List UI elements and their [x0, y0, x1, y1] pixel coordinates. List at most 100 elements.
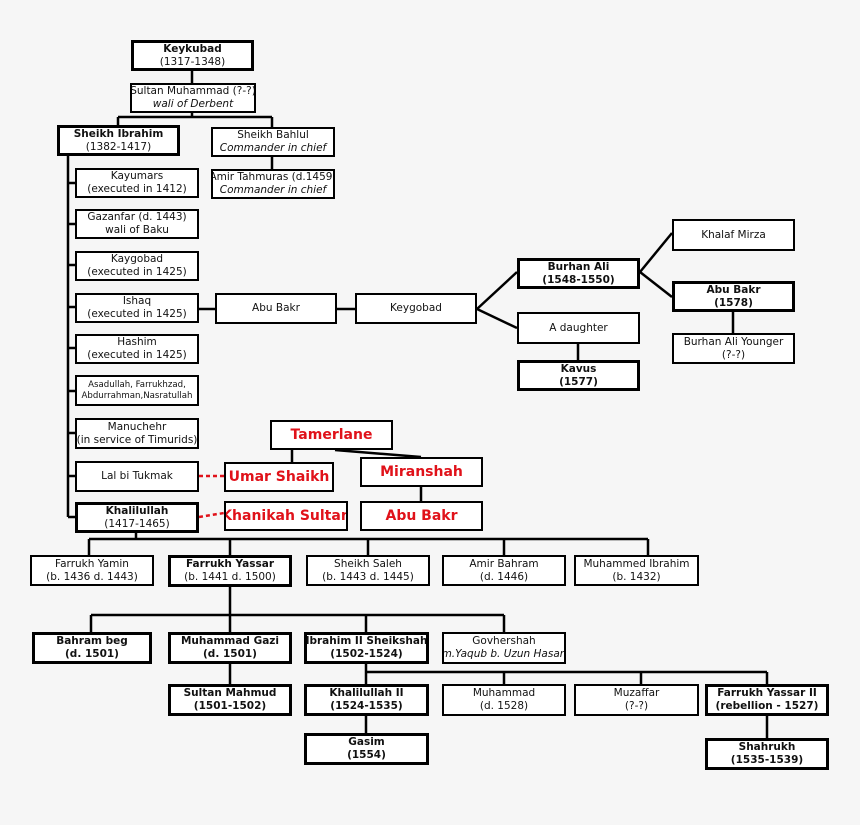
node-burhan-ali-younger: Burhan Ali Younger (?-?): [672, 333, 795, 364]
node-manuchehr-detail: (in service of Timurids): [76, 433, 198, 446]
node-miranshah-name: Miranshah: [380, 463, 463, 480]
node-khalilullah-ii-name: Khalilullah II: [329, 687, 404, 700]
node-sheikh-ibrahim-name: Sheikh Ibrahim: [73, 127, 164, 140]
node-keygobad-name: Keygobad: [390, 302, 442, 315]
node-khalilullah-detail: (1417-1465): [104, 517, 170, 530]
node-ibrahim-ii-sheikshah: Ibrahim II Sheikshah (1502-1524): [304, 632, 429, 664]
node-sultan-mahmud-name: Sultan Mahmud: [183, 687, 277, 700]
node-sheikh-saleh-detail: (b. 1443 d. 1445): [322, 570, 414, 583]
node-govhershah: Govhershah m.Yaqub b. Uzun Hasan: [442, 632, 566, 664]
node-abu-bakr-ishaq-son-name: Abu Bakr: [252, 302, 300, 315]
node-gasim-name: Gasim: [348, 736, 385, 749]
node-lal-bi-tukmak: Lal bi Tukmak: [75, 461, 199, 492]
node-manuchehr: Manuchehr (in service of Timurids): [75, 418, 199, 449]
node-sultan-muhammad-name: Sultan Muhammad (?-?): [130, 85, 256, 98]
node-khalilullah-ii: Khalilullah II (1524-1535): [304, 684, 429, 716]
node-tamerlane: Tamerlane: [270, 420, 393, 450]
node-ibrahim-ii-sheikshah-detail: (1502-1524): [330, 648, 403, 660]
node-muzaffar: Muzaffar (?-?): [574, 684, 699, 716]
node-muhammad-gazi-detail: (d. 1501): [203, 648, 257, 660]
node-farrukh-yassar-ii-detail: (rebellion - 1527): [715, 700, 819, 712]
node-hashim: Hashim (executed in 1425): [75, 334, 199, 364]
node-abu-bakr-1578-detail: (1578): [714, 296, 753, 309]
node-gasim-detail: (1554): [347, 749, 386, 761]
node-farrukh-yassar-name: Farrukh Yassar: [185, 558, 275, 571]
node-farrukh-yamin-name: Farrukh Yamin: [55, 557, 129, 570]
node-farrukh-yassar: Farrukh Yassar (b. 1441 d. 1500): [168, 555, 292, 587]
node-bahram-beg-name: Bahram beg: [56, 635, 128, 648]
node-sheikh-saleh-name: Sheikh Saleh: [334, 557, 402, 570]
node-hashim-name: Hashim: [117, 336, 157, 349]
node-asadullah-name: Asadullah, Farrukhzad,: [88, 380, 186, 391]
node-sultan-mahmud-detail: (1501-1502): [193, 700, 267, 712]
node-abu-bakr-miranshah-son-name: Abu Bakr: [385, 507, 458, 524]
node-farrukh-yassar-ii: Farrukh Yassar II (rebellion - 1527): [705, 684, 829, 716]
node-farrukh-yassar-detail: (b. 1441 d. 1500): [184, 571, 276, 583]
node-burhan-ali-younger-detail: (?-?): [721, 348, 746, 361]
node-sultan-muhammad: Sultan Muhammad (?-?) wali of Derbent: [130, 83, 256, 113]
node-manuchehr-name: Manuchehr: [107, 420, 167, 433]
node-keykubad: Keykubad (1317-1348): [131, 40, 254, 71]
node-kayumars-detail: (executed in 1412): [87, 183, 187, 195]
node-shahrukh-detail: (1535-1539): [730, 754, 804, 766]
node-sheikh-ibrahim: Sheikh Ibrahim (1382-1417): [57, 125, 180, 156]
node-ishaq-name: Ishaq: [122, 295, 152, 308]
node-farrukh-yamin: Farrukh Yamin (b. 1436 d. 1443): [30, 555, 154, 586]
node-kaygobad-name: Kaygobad: [110, 253, 164, 266]
node-keykubad-name: Keykubad: [163, 42, 222, 55]
node-kaygobad-detail: (executed in 1425): [87, 266, 187, 278]
node-kayumars-name: Kayumars: [110, 170, 164, 183]
node-khalaf-mirza: Khalaf Mirza: [672, 219, 795, 251]
node-miranshah: Miranshah: [360, 457, 483, 487]
node-burhan-ali-name: Burhan Ali: [547, 260, 610, 273]
node-keykubad-detail: (1317-1348): [159, 55, 226, 68]
node-khalilullah-ii-detail: (1524-1535): [330, 700, 403, 712]
node-muhammed-ibrahim-detail: (b. 1432): [612, 570, 661, 583]
node-umar-shaikh: Umar Shaikh: [224, 462, 334, 492]
node-sheikh-bahlul-detail: Commander in chief: [219, 142, 327, 154]
node-muhammad-detail: (d. 1528): [479, 700, 529, 712]
node-khanikah-sultan-name: Khanikah Sultan: [224, 507, 348, 524]
node-farrukh-yamin-detail: (b. 1436 d. 1443): [46, 570, 138, 583]
node-amir-tahmuras-name: Amir Tahmuras (d.1459): [211, 171, 335, 184]
node-burhan-ali-younger-name: Burhan Ali Younger: [683, 335, 784, 348]
node-muzaffar-name: Muzaffar: [613, 687, 660, 700]
node-muhammed-ibrahim: Muhammed Ibrahim (b. 1432): [574, 555, 699, 586]
node-gazanfar-detail: wali of Baku: [105, 224, 169, 236]
node-sheikh-ibrahim-detail: (1382-1417): [85, 140, 152, 153]
node-gazanfar: Gazanfar (d. 1443) wali of Baku: [75, 209, 199, 239]
node-muhammed-ibrahim-name: Muhammed Ibrahim: [583, 557, 690, 570]
node-muzaffar-detail: (?-?): [624, 700, 649, 712]
node-gasim: Gasim (1554): [304, 733, 429, 765]
node-a-daughter-name: A daughter: [549, 321, 608, 334]
node-ibrahim-ii-sheikshah-name: Ibrahim II Sheikshah: [305, 635, 428, 648]
node-sheikh-bahlul: Sheikh Bahlul Commander in chief: [211, 127, 335, 157]
node-muhammad-gazi: Muhammad Gazi (d. 1501): [168, 632, 292, 664]
node-amir-bahram: Amir Bahram (d. 1446): [442, 555, 566, 586]
node-asadullah-detail: Abdurrahman,Nasratullah: [81, 390, 193, 401]
node-abu-bakr-1578-name: Abu Bakr: [706, 283, 761, 296]
node-govhershah-name: Govhershah: [472, 635, 536, 648]
node-kavus-detail: (1577): [559, 375, 598, 388]
node-muhammad-name: Muhammad: [472, 687, 536, 700]
node-shahrukh-name: Shahrukh: [738, 741, 796, 754]
node-burhan-ali: Burhan Ali (1548-1550): [517, 258, 640, 289]
node-ishaq-detail: (executed in 1425): [87, 308, 187, 320]
node-muhammad-gazi-name: Muhammad Gazi: [180, 635, 280, 648]
node-sultan-muhammad-detail: wali of Derbent: [152, 98, 234, 110]
node-bahram-beg-detail: (d. 1501): [65, 648, 119, 660]
node-amir-bahram-detail: (d. 1446): [479, 570, 529, 583]
node-kayumars: Kayumars (executed in 1412): [75, 168, 199, 198]
node-sultan-mahmud: Sultan Mahmud (1501-1502): [168, 684, 292, 716]
node-khalilullah: Khalilullah (1417-1465): [75, 502, 199, 533]
node-burhan-ali-detail: (1548-1550): [542, 273, 615, 286]
node-gazanfar-name: Gazanfar (d. 1443): [87, 211, 187, 224]
node-asadullah: Asadullah, Farrukhzad, Abdurrahman,Nasra…: [75, 375, 199, 406]
node-abu-bakr-ishaq-son: Abu Bakr: [215, 293, 337, 324]
node-a-daughter: A daughter: [517, 312, 640, 344]
node-amir-bahram-name: Amir Bahram: [469, 557, 539, 570]
node-sheikh-bahlul-name: Sheikh Bahlul: [237, 129, 309, 142]
node-keygobad: Keygobad: [355, 293, 477, 324]
node-hashim-detail: (executed in 1425): [87, 349, 187, 361]
